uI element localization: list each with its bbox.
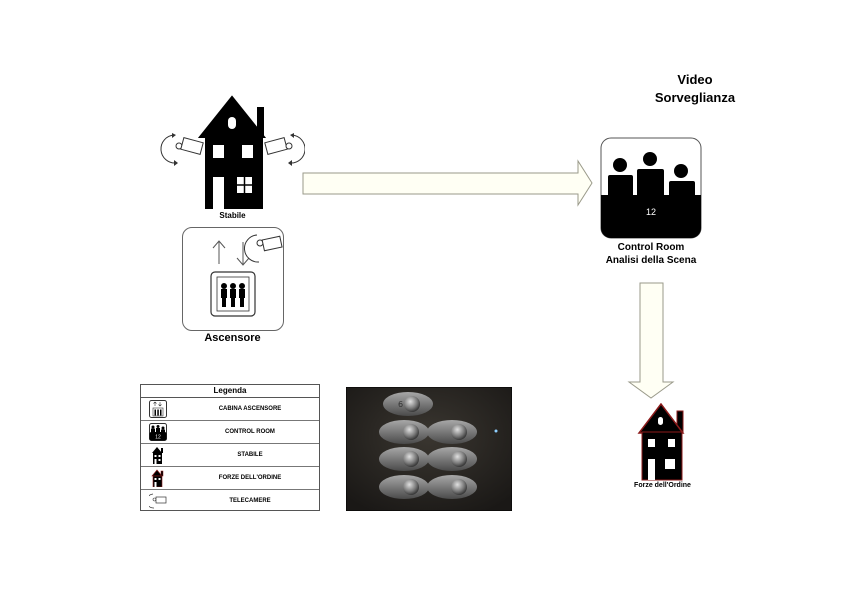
legend-control-room-badge: 12	[155, 435, 161, 441]
legend-row-control-room: 12 CONTROL ROOM	[141, 421, 319, 444]
legend-row-cabina: CABINA ASCENSORE	[141, 398, 319, 421]
stabile-label: Stabile	[219, 211, 246, 220]
video-title-line2: Sorveglianza	[654, 90, 736, 105]
stabile-building	[160, 95, 306, 215]
flow-arrow-vertical	[626, 282, 676, 400]
up-down-arrows-icon	[212, 240, 250, 266]
control-room-label-line1: Control Room	[617, 242, 685, 253]
legend-row-telecamere: TELECAMERE	[141, 490, 319, 512]
flow-arrow-horizontal	[302, 158, 594, 208]
control-room-icon: 12	[600, 137, 702, 239]
police-building-icon	[637, 402, 687, 481]
control-room-label-line2: Analisi della Scena	[605, 255, 697, 266]
elevator-cabin-icon	[149, 400, 167, 418]
police-building-icon	[151, 469, 164, 487]
legend-label-cabina: CABINA ASCENSORE	[218, 406, 282, 412]
building-icon	[152, 447, 163, 464]
control-room-icon: 12	[149, 423, 167, 441]
building-icon	[197, 95, 267, 209]
ascensore-box	[182, 227, 284, 331]
ascensore-label: Ascensore	[204, 332, 261, 344]
legend-row-forze: FORZE DELL'ORDINE	[141, 467, 319, 490]
legend-label-telecamere: TELECAMERE	[229, 498, 271, 504]
camera-icon-left	[160, 133, 204, 166]
camera-icon	[149, 493, 167, 509]
camera-icon-elevator	[244, 234, 283, 263]
elevator-cabin-icon	[210, 271, 256, 317]
elevator-keypad-photo: 6	[345, 386, 513, 512]
control-room-badge: 12	[645, 207, 656, 217]
forze-label: Forze dell'Ordine	[634, 482, 691, 489]
legend-title: Legenda	[141, 385, 319, 398]
video-title-line1: Video	[677, 72, 713, 87]
legend: Legenda CABINA ASCENSORE 12 CONTROL ROOM	[140, 384, 320, 511]
legend-label-forze: FORZE DELL'ORDINE	[218, 475, 282, 481]
svg-text:6: 6	[398, 400, 403, 409]
legend-label-stabile: STABILE	[237, 452, 263, 458]
camera-icon-right	[264, 133, 306, 166]
legend-row-stabile: STABILE	[141, 444, 319, 467]
legend-label-control-room: CONTROL ROOM	[225, 429, 275, 435]
